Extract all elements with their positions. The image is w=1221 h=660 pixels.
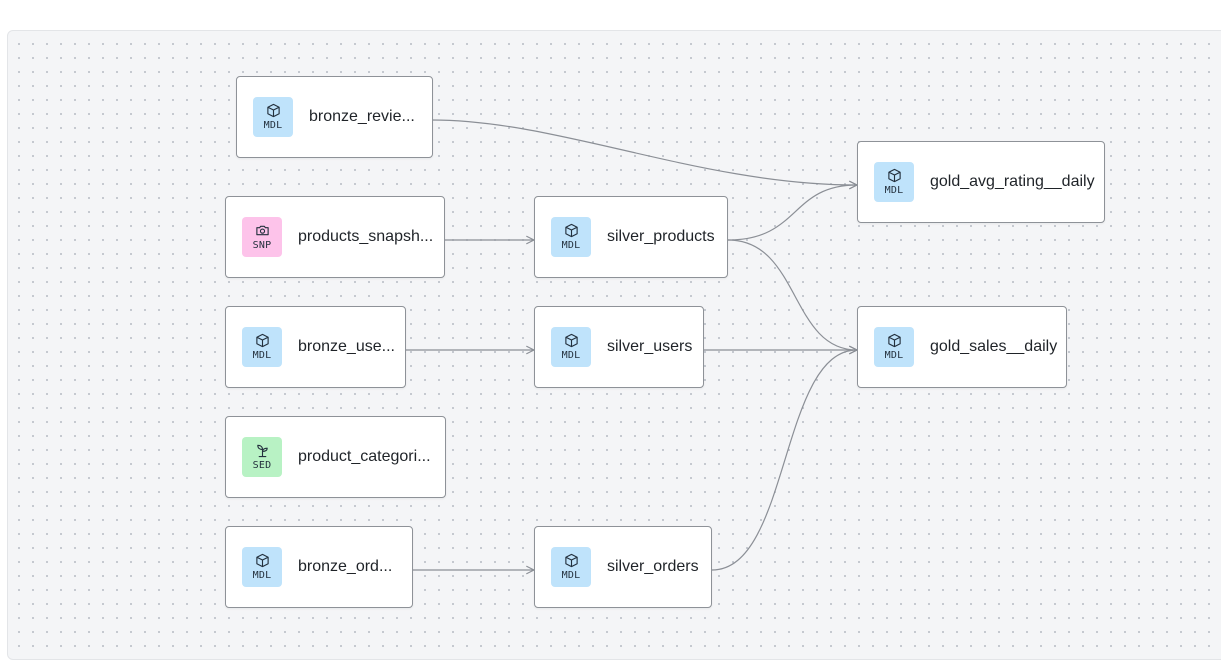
node-label: silver_products bbox=[607, 228, 715, 245]
badge-label: MDL bbox=[561, 240, 581, 251]
node-silver-users[interactable]: MDL silver_users bbox=[534, 306, 704, 388]
badge-label: MDL bbox=[263, 120, 283, 131]
snapshot-badge: SNP bbox=[242, 217, 282, 257]
badge-label: SED bbox=[252, 460, 272, 471]
badge-label: MDL bbox=[252, 350, 272, 361]
node-label: gold_avg_rating__daily bbox=[930, 173, 1095, 190]
camera-icon bbox=[255, 225, 269, 236]
node-products-snapshot[interactable]: SNP products_snapsh... bbox=[225, 196, 445, 278]
node-label: gold_sales__daily bbox=[930, 338, 1058, 355]
model-badge: MDL bbox=[242, 327, 282, 367]
node-label: product_categori... bbox=[298, 448, 431, 465]
badge-label: MDL bbox=[561, 570, 581, 581]
node-gold-avg-rating-daily[interactable]: MDL gold_avg_rating__daily bbox=[857, 141, 1105, 223]
model-badge: MDL bbox=[253, 97, 293, 137]
cube-icon bbox=[887, 168, 901, 183]
model-badge: MDL bbox=[551, 327, 591, 367]
cube-icon bbox=[255, 553, 269, 568]
node-label: products_snapsh... bbox=[298, 228, 434, 245]
cube-icon bbox=[887, 333, 901, 348]
model-badge: MDL bbox=[874, 327, 914, 367]
sprout-icon bbox=[256, 444, 268, 458]
cube-icon bbox=[564, 553, 578, 568]
node-label: silver_users bbox=[607, 338, 693, 355]
badge-label: MDL bbox=[252, 570, 272, 581]
node-label: silver_orders bbox=[607, 558, 699, 575]
node-silver-products[interactable]: MDL silver_products bbox=[534, 196, 728, 278]
model-badge: MDL bbox=[551, 217, 591, 257]
cube-icon bbox=[266, 103, 280, 118]
model-badge: MDL bbox=[551, 547, 591, 587]
node-label: bronze_use... bbox=[298, 338, 395, 355]
seed-badge: SED bbox=[242, 437, 282, 477]
node-product-categories[interactable]: SED product_categori... bbox=[225, 416, 446, 498]
badge-label: MDL bbox=[561, 350, 581, 361]
cube-icon bbox=[564, 333, 578, 348]
badge-label: SNP bbox=[252, 240, 272, 251]
node-bronze-reviews[interactable]: MDL bronze_revie... bbox=[236, 76, 433, 158]
badge-label: MDL bbox=[884, 185, 904, 196]
model-badge: MDL bbox=[874, 162, 914, 202]
model-badge: MDL bbox=[242, 547, 282, 587]
node-bronze-orders[interactable]: MDL bronze_ord... bbox=[225, 526, 413, 608]
badge-label: MDL bbox=[884, 350, 904, 361]
cube-icon bbox=[564, 223, 578, 238]
node-label: bronze_ord... bbox=[298, 558, 393, 575]
node-label: bronze_revie... bbox=[309, 108, 415, 125]
node-gold-sales-daily[interactable]: MDL gold_sales__daily bbox=[857, 306, 1067, 388]
cube-icon bbox=[255, 333, 269, 348]
node-silver-orders[interactable]: MDL silver_orders bbox=[534, 526, 712, 608]
node-bronze-users[interactable]: MDL bronze_use... bbox=[225, 306, 406, 388]
